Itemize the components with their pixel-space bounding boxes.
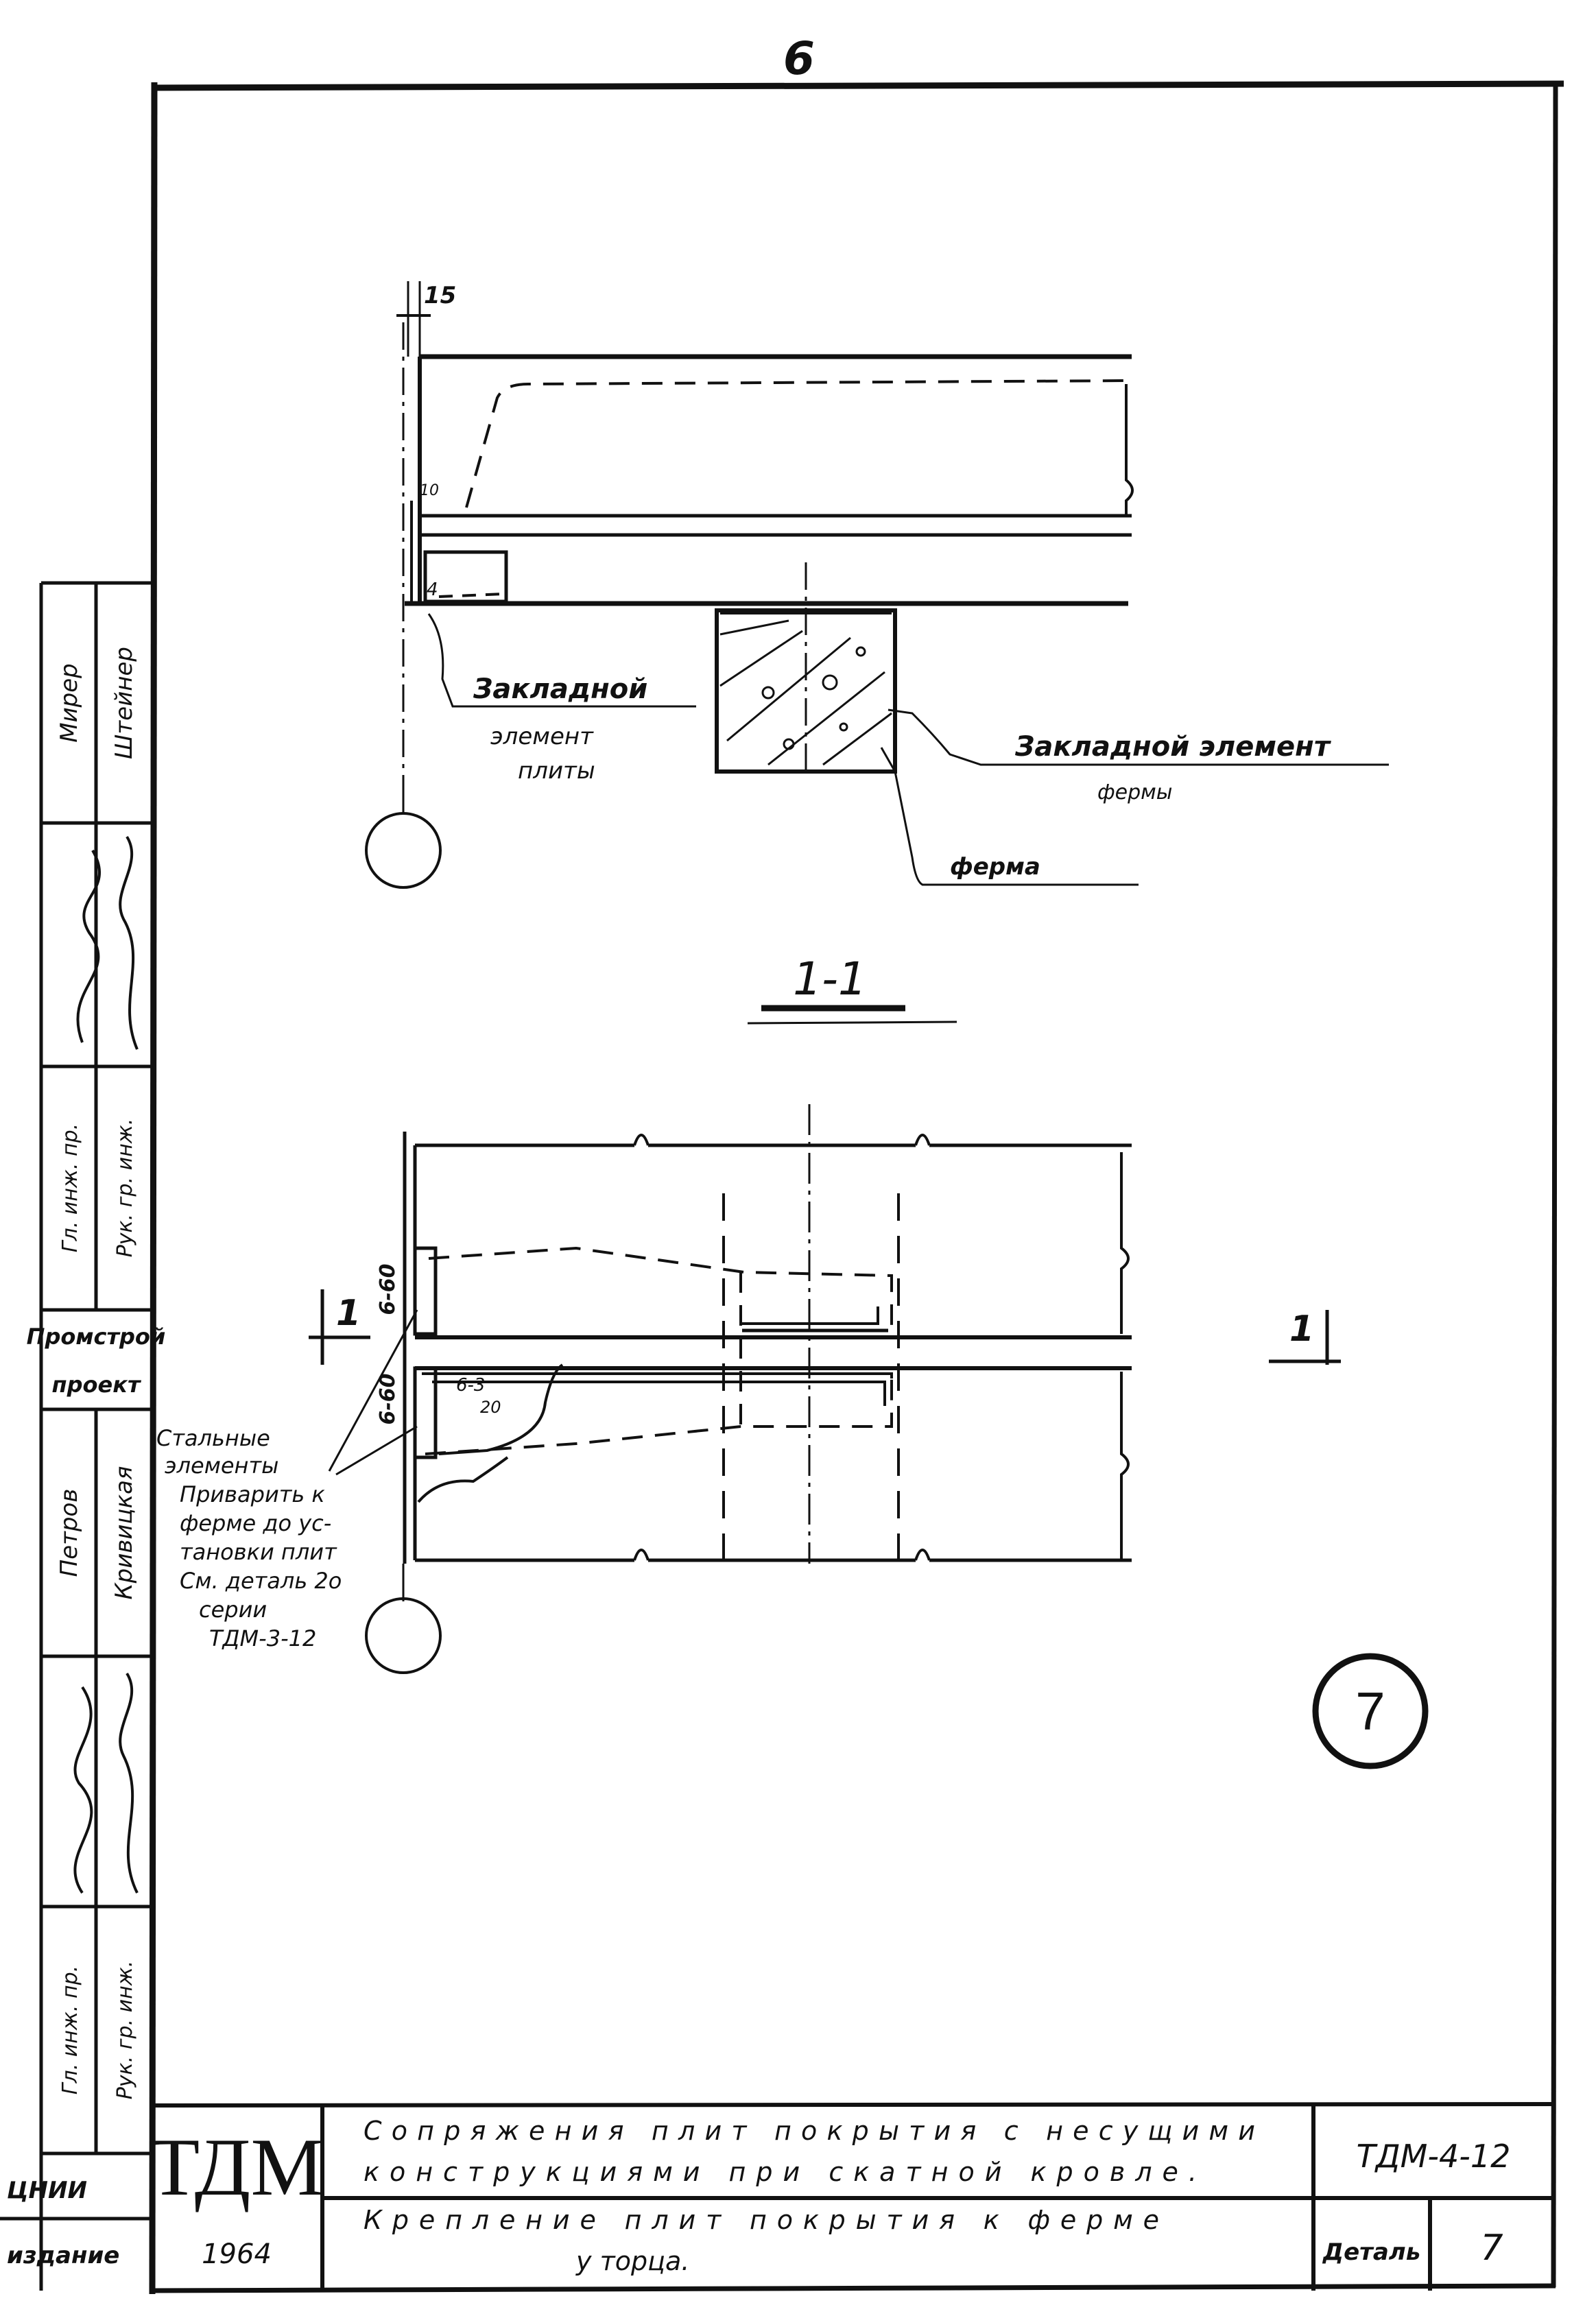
signature-bottom xyxy=(73,1672,139,1894)
plan-dim-upper: 6-60 xyxy=(376,1263,400,1315)
detail-value: 7 xyxy=(1480,2228,1503,2269)
dim-15-label: 15 xyxy=(424,282,456,309)
stamp-footer-2: издание xyxy=(7,2242,119,2269)
callout-truss-embed-1: Закладной элемент xyxy=(1014,731,1332,763)
stamp-title-mid-2: Рук. гр. инж. xyxy=(113,1119,137,1258)
stamp-title-bottom-2: Рук. гр. инж. xyxy=(113,1961,137,2100)
dim-10-label: 10 xyxy=(420,482,439,499)
stamp-org-1: Промстрой xyxy=(27,1324,166,1350)
detail-label: Деталь xyxy=(1322,2239,1420,2266)
stamp-title-mid-1: Гл. инж. пр. xyxy=(58,1123,82,1252)
cut-mark-right: 1 xyxy=(1289,1309,1314,1350)
note-weld-3: тановки плит xyxy=(180,1539,337,1565)
stamp-name-top-1: Мирер xyxy=(56,663,83,743)
stamp-title-bottom-1: Гл. инж. пр. xyxy=(58,1966,82,2094)
detail-bubble xyxy=(1312,1653,1429,1769)
marker-4: 4 xyxy=(427,580,438,600)
callout-truss: ферма xyxy=(950,853,1040,881)
cut-mark-left: 1 xyxy=(336,1293,361,1334)
stamp-strip xyxy=(0,581,152,2291)
note-weld-2: ферме до ус- xyxy=(180,1510,331,1536)
plan-inner-label-2: 20 xyxy=(480,1398,501,1417)
subtitle-line-2: у торца. xyxy=(575,2246,689,2276)
title-line-1: Сопряжения плит покрытия с несущими xyxy=(364,2116,1255,2146)
section-title-underline xyxy=(747,1005,957,1025)
section-a-drawing xyxy=(365,281,1389,889)
callout-plate-embed-2: элемент xyxy=(490,723,594,750)
signature-top xyxy=(76,835,139,1050)
stamp-footer-1: ЦНИИ xyxy=(7,2177,87,2204)
series-code: ТДМ-4-12 xyxy=(1357,2138,1511,2175)
stamp-name-top-2: Штейнер xyxy=(110,647,138,759)
title-block-year: 1964 xyxy=(202,2239,272,2270)
note-steel-1: Стальные xyxy=(156,1425,270,1451)
note-weld-1: Приварить к xyxy=(180,1481,325,1507)
detail-bubble-number: 7 xyxy=(1355,1681,1385,1741)
page-number: 6 xyxy=(783,32,815,85)
stamp-name-bottom-2: Кривицкая xyxy=(110,1466,138,1600)
callout-truss-embed-2: фермы xyxy=(1097,780,1172,804)
plan-drawing xyxy=(309,1104,1341,1674)
title-line-2: конструкциями при скатной кровле. xyxy=(364,2157,1197,2187)
note-weld-4: См. деталь 2о xyxy=(180,1568,342,1594)
title-block-grid xyxy=(152,2102,1556,2291)
plan-inner-label-1: 6-3 xyxy=(456,1375,485,1396)
stamp-org-2: проект xyxy=(52,1372,142,1398)
title-block-logo: ТДМ xyxy=(150,2121,324,2212)
note-weld-5: серии xyxy=(199,1597,267,1623)
callout-plate-embed-1: Закладной xyxy=(473,673,647,705)
note-weld-6: ТДМ-3-12 xyxy=(209,1625,316,1651)
sheet-frame xyxy=(149,80,1564,2295)
section-title: 1-1 xyxy=(793,953,867,1005)
subtitle-line-1: Крепление плит покрытия к ферме xyxy=(364,2205,1159,2235)
callout-plate-embed-3: плиты xyxy=(518,757,595,785)
stamp-name-bottom-1: Петров xyxy=(56,1489,83,1577)
plan-dim-lower: 6-60 xyxy=(376,1373,400,1424)
note-steel-2: элементы xyxy=(165,1453,278,1479)
